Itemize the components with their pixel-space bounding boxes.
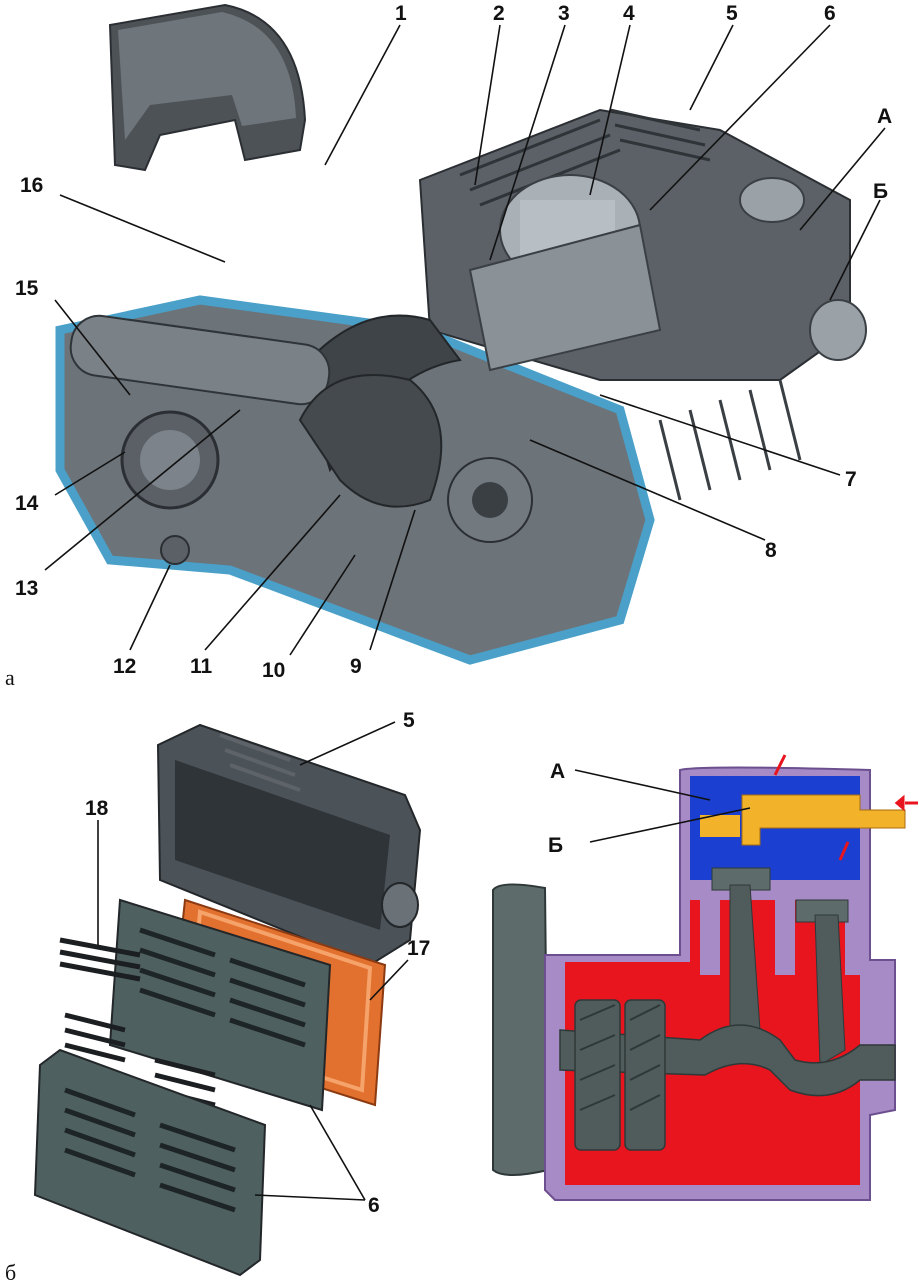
pulley — [492, 883, 550, 1176]
lower-valve-plate — [33, 1048, 267, 1277]
callout-14: 14 — [15, 492, 39, 515]
callout-12: 12 — [113, 655, 136, 678]
panel-letter-b: б — [5, 1260, 16, 1285]
callout-9: 9 — [350, 655, 362, 678]
callout-b-18: 18 — [85, 797, 109, 820]
callout-10: 10 — [262, 659, 285, 682]
callout-4: 4 — [623, 2, 635, 25]
callout-8: 8 — [765, 539, 777, 562]
callout-b-6: 6 — [368, 1194, 380, 1217]
callout-a: А — [877, 105, 892, 128]
fitting-a — [739, 177, 805, 223]
exploded-head-assembly — [33, 723, 422, 1277]
cutaway-compressor — [55, 3, 867, 665]
callout-11: 11 — [190, 655, 213, 678]
callout-13: 13 — [15, 577, 38, 600]
panel-letter-a: а — [5, 665, 15, 690]
callout-s-a: А — [550, 760, 565, 783]
reed-valves — [59, 937, 141, 982]
drain-plug — [160, 535, 190, 565]
callout-s-b: Б — [548, 834, 563, 857]
callout-16: 16 — [20, 174, 43, 197]
callouts-panel-b: 5 18 17 6 — [85, 709, 430, 1217]
leaders-schematic — [574, 769, 751, 843]
callout-2: 2 — [493, 2, 505, 25]
callout-1: 1 — [395, 2, 407, 25]
callout-b-5: 5 — [403, 709, 415, 732]
callout-6: 6 — [824, 2, 836, 25]
fitting-b — [809, 299, 867, 361]
valve-plate — [108, 898, 332, 1112]
gear-1 — [574, 999, 621, 1151]
leaders-panel-a — [44, 24, 886, 656]
callout-3: 3 — [558, 2, 570, 25]
crankshaft — [69, 314, 331, 406]
callout-15: 15 — [15, 277, 39, 300]
callout-7: 7 — [845, 468, 857, 491]
intake-channel — [741, 794, 906, 846]
callout-b-17: 17 — [407, 937, 430, 960]
callouts-panel-a: 1 2 3 4 5 6 А Б 16 15 14 13 12 11 10 9 8… — [15, 2, 892, 682]
flow-arrows — [773, 754, 918, 861]
callouts-schematic: А Б — [548, 760, 565, 857]
callout-b: Б — [873, 180, 888, 203]
leaders-panel-b — [97, 721, 409, 1201]
compressor-schematic — [492, 754, 918, 1201]
head-fins — [459, 108, 711, 207]
callout-5: 5 — [726, 2, 738, 25]
rod-right — [814, 914, 846, 1066]
gear-2 — [624, 999, 666, 1151]
